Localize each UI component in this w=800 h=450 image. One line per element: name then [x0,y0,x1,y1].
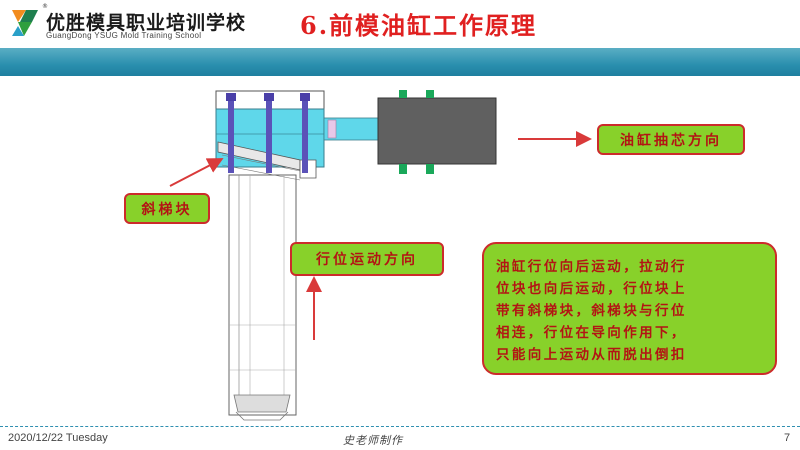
label-cylinder-direction: 油缸抽芯方向 [597,124,745,155]
piston-rod [323,117,379,141]
registered-mark: ® [42,3,48,10]
note-line: 带有斜梯块，斜梯块与行位 [496,303,687,319]
school-subtitle: GuangDong YSUG Mold Training School [46,31,202,40]
slide-title: 6.前模油缸工作原理 [300,11,538,40]
school-name: 优胜模具职业培训学校 [46,12,247,34]
footer-date: 2020/12/22 Tuesday [8,432,108,444]
school-logo-icon [12,10,38,36]
hydraulic-cylinder [377,90,497,174]
direction-arrows [169,131,592,340]
note-line: 只能向上运动从而脱出倒扣 [496,347,687,363]
slide-body [228,174,297,421]
label-slide-direction: 行位运动方向 [290,242,444,276]
footer-author: 史老师制作 [343,434,403,447]
note-line: 相连，行位在导向作用下， [496,325,687,341]
label-wedge-block: 斜梯块 [124,193,210,224]
wedge-pointer-arrow [169,158,224,187]
page-number: 7 [784,432,791,444]
note-line: 油缸行位向后运动，拉动行 [496,259,687,275]
bolt-icons [226,93,310,173]
explanation-note: 油缸行位向后运动，拉动行 位块也向后运动，行位块上 带有斜梯块，斜梯块与行位 相… [482,242,777,375]
note-line: 位块也向后运动，行位块上 [496,281,687,297]
footer-divider [0,426,800,427]
header-band [0,48,800,76]
